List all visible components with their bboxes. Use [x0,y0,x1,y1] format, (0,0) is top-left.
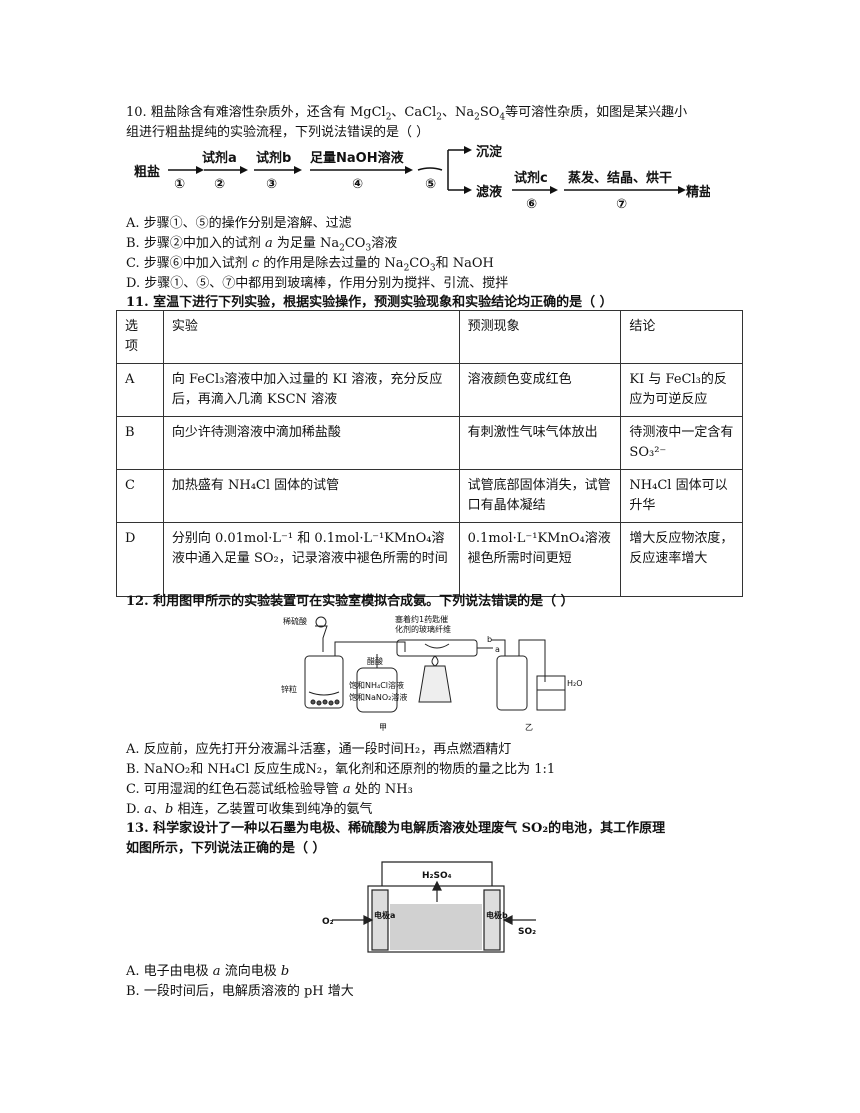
svg-text:甲: 甲 [379,723,387,732]
svg-text:乙: 乙 [525,723,533,732]
svg-text:化剂的玻璃纤维: 化剂的玻璃纤维 [395,624,451,634]
q12-stem: 12. 利用图甲所示的实验装置可在实验室模拟合成氨。下列说法错误的是（ ） [126,594,574,609]
table-row: B 向少许待测溶液中滴加稀盐酸 有刺激性气味气体放出 待测液中一定含有 SO₃²… [116,416,743,470]
q13-stem-line2: 如图所示，下列说法正确的是（ ） [126,841,326,856]
svg-text:SO₂: SO₂ [518,927,536,937]
header-option: 选 项 [116,310,164,364]
svg-text:O₂: O₂ [322,917,334,927]
table-row: A 向 FeCl₃溶液中加入过量的 KI 溶液，充分反应后，再滴入几滴 KSCN… [116,363,743,417]
table-row: C 加热盛有 NH₄Cl 固体的试管 试管底部固体消失，试管口有晶体凝结 NH₄… [116,469,743,523]
q12-apparatus-figure: 稀硫酸 塞着约1药匙催 化剂的玻璃纤维 a b 锌粒 醋酸 饱和NH₄Cl溶液 … [281,614,583,732]
svg-text:蒸发、结晶、烘干: 蒸发、结晶、烘干 [568,170,672,186]
svg-text:沉淀: 沉淀 [476,144,503,160]
svg-text:精盐: 精盐 [686,184,710,200]
svg-text:H₂SO₄: H₂SO₄ [422,871,452,881]
svg-text:塞着约1药匙催: 塞着约1药匙催 [395,614,448,624]
q13-option-a: A. 电子由电极 a 流向电极 b [126,964,290,979]
q10-stem-line2: 组进行粗盐提纯的实验流程，下列说法错误的是（ ） [126,125,430,140]
svg-text:电极b: 电极b [486,910,508,920]
svg-text:饱和NH₄Cl溶液: 饱和NH₄Cl溶液 [349,680,404,690]
q12-option-c: C. 可用湿润的红色石蕊试纸检验导管 a 处的 NH₃ [126,782,413,797]
svg-text:⑥: ⑥ [526,197,537,212]
svg-text:④: ④ [352,177,363,192]
header-conclusion: 结论 [620,310,743,364]
q13-stem-line1: 13. 科学家设计了一种以石墨为电极、稀硫酸为电解质溶液处理废气 SO₂的电池，… [126,821,666,836]
header-phenomenon: 预测现象 [458,310,622,364]
svg-text:稀硫酸: 稀硫酸 [283,616,307,626]
header-experiment: 实验 [162,310,460,364]
q11-stem: 11. 室温下进行下列实验，根据实验操作，预测实验现象和实验结论均正确的是（ ） [126,295,613,310]
q13-option-b: B. 一段时间后，电解质溶液的 pH 增大 [126,984,354,999]
svg-text:饱和NaNO₂溶液: 饱和NaNO₂溶液 [349,692,407,702]
q12-option-b: B. NaNO₂和 NH₄Cl 反应生成N₂，氧化剂和还原剂的物质的量之比为 1… [126,762,556,777]
q10-option-c: C. 步骤⑥中加入试剂 c 的作用是除去过量的 Na2CO3和 NaOH [126,256,494,274]
svg-text:⑦: ⑦ [616,197,627,212]
svg-text:电极a: 电极a [374,910,395,920]
svg-text:a: a [495,645,500,654]
svg-text:b: b [487,635,492,644]
q10-flow-diagram: 粗盐 ① 试剂a ② 试剂b ③ 足量NaOH溶液 ④ ⑤ 沉淀 滤液 试剂c … [134,144,710,212]
q12-option-d: D. a、b 相连，乙装置可收集到纯净的氨气 [126,802,373,817]
svg-text:试剂b: 试剂b [256,150,291,166]
svg-text:试剂c: 试剂c [514,170,548,186]
q11-table: 选 项 实验 预测现象 结论 A 向 FeCl₃溶液中加入过量的 KI 溶液，充… [116,310,743,597]
svg-text:①: ① [174,177,185,192]
q10-stem-line1: 10. 粗盐除含有难溶性杂质外，还含有 MgCl2、CaCl2、Na2SO4等可… [126,105,688,123]
svg-text:足量NaOH溶液: 足量NaOH溶液 [310,150,404,166]
svg-text:H₂O: H₂O [567,679,583,688]
svg-text:②: ② [214,177,225,192]
svg-text:试剂a: 试剂a [202,150,237,166]
q10-option-a: A. 步骤①、⑤的操作分别是溶解、过滤 [126,216,352,231]
flow-start: 粗盐 [134,164,160,180]
q10-option-b: B. 步骤②中加入的试剂 a 为足量 Na2CO3溶液 [126,236,398,254]
q10-option-d: D. 步骤①、⑤、⑦中都用到玻璃棒，作用分别为搅拌、引流、搅拌 [126,276,509,291]
q13-battery-figure: H₂SO₄ O₂ SO₂ 电极a 电极b [322,861,536,953]
q12-option-a: A. 反应前，应先打开分液漏斗活塞，通一段时间H₂，再点燃酒精灯 [126,742,512,757]
svg-text:醋酸: 醋酸 [367,656,383,666]
table-row: D 分别向 0.01mol·L⁻¹ 和 0.1mol·L⁻¹KMnO₄溶液中通入… [116,522,743,597]
table-header-row: 选 项 实验 预测现象 结论 [116,310,743,364]
svg-text:滤液: 滤液 [476,184,502,200]
svg-text:锌粒: 锌粒 [281,684,297,694]
svg-text:③: ③ [266,177,277,192]
svg-text:⑤: ⑤ [425,177,436,192]
